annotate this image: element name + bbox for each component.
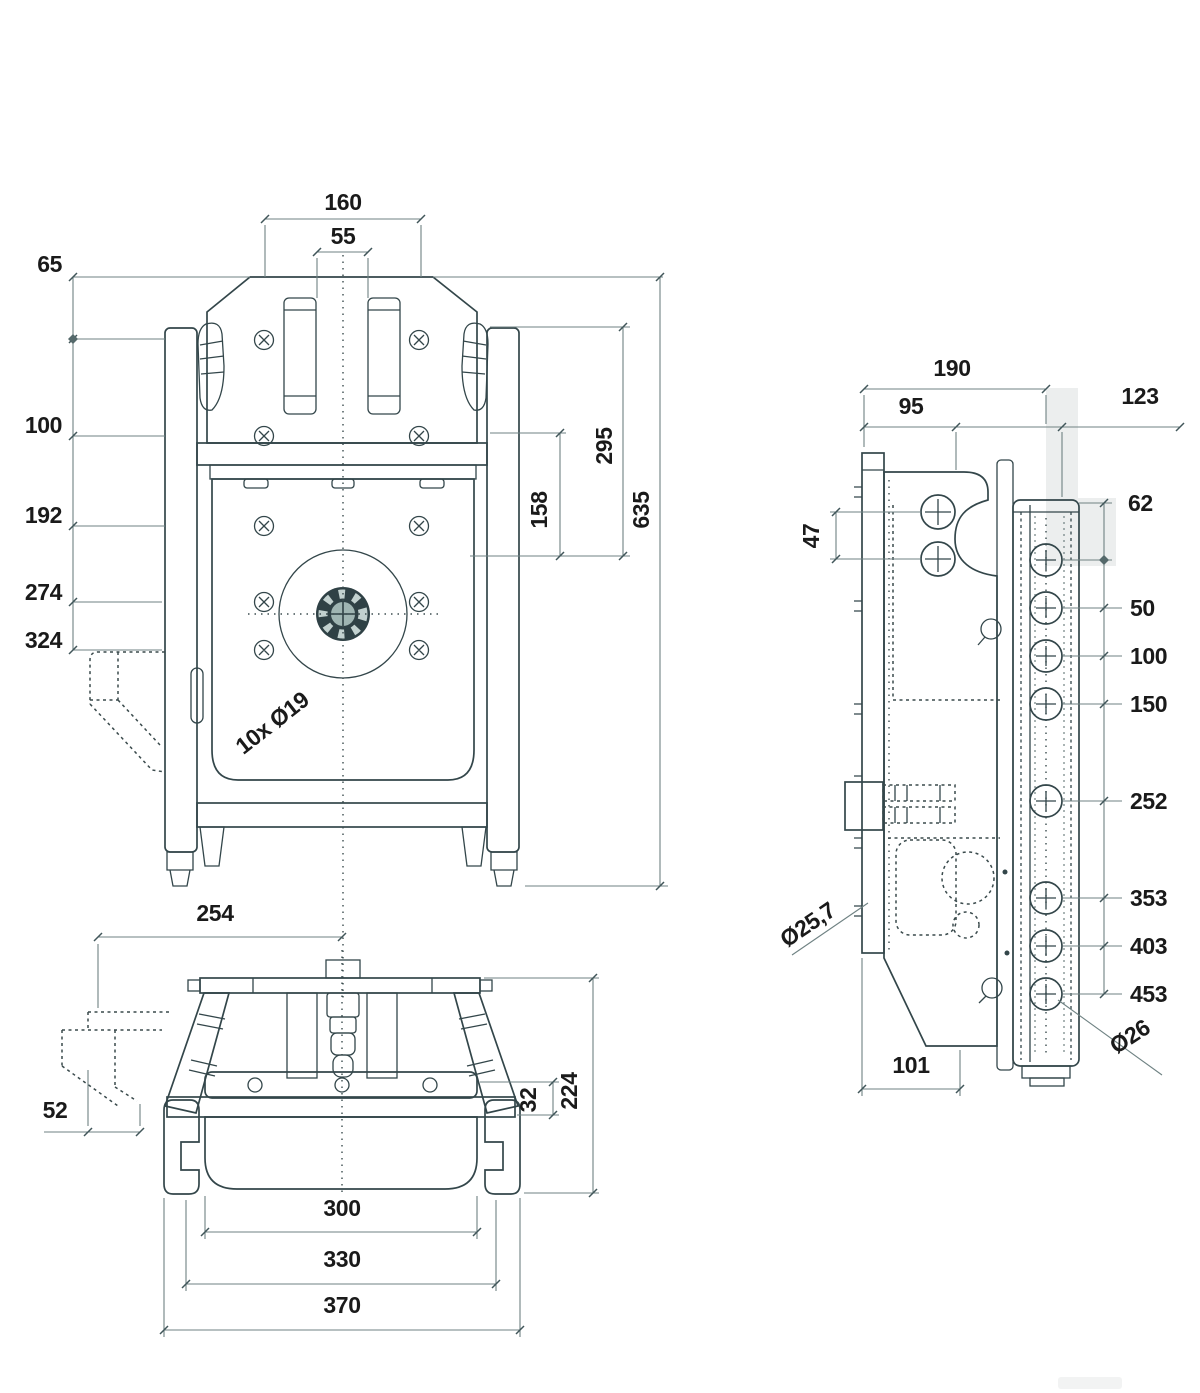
- dim-bottom-width-1: 330: [323, 1246, 360, 1272]
- front-left-foot-bracket: [199, 826, 225, 867]
- bottom-post-left: [286, 992, 318, 1079]
- dim-side-width-left: 95: [899, 393, 924, 419]
- dim-front-height-total: 635: [628, 491, 654, 529]
- dim-side-width-right: 123: [1121, 383, 1158, 409]
- side-left-block: [844, 781, 884, 831]
- dim-side-hole-pair: 47: [798, 524, 824, 549]
- watermark-footer: [1058, 1377, 1122, 1389]
- bottom-middle-plate: [204, 1071, 478, 1099]
- bottom-top-bar-separators: [252, 978, 433, 993]
- bottom-hidden-claw: [61, 1011, 170, 1107]
- dim-side-width-total: 190: [933, 355, 970, 381]
- bottom-plate-hole-1: [247, 1077, 263, 1093]
- side-hidden-hub: [895, 839, 995, 939]
- dim-bottom-height-total: 224: [556, 1072, 582, 1110]
- bottom-dimensions: 254 52 32 224 300 330 370: [43, 900, 599, 1337]
- bottom-hook-left: [163, 1099, 200, 1195]
- front-slot-left: [283, 297, 317, 415]
- dim-front-width-inner: 55: [331, 223, 356, 249]
- bottom-top-stub: [325, 959, 361, 979]
- bottom-leg-right: [452, 992, 520, 1115]
- dim-side-rail-top-offset: 62: [1128, 490, 1153, 516]
- bottom-leg-bands: [188, 1013, 496, 1077]
- dim-front-left-2: 192: [25, 502, 62, 528]
- front-lower-bar: [196, 802, 488, 828]
- side-hidden-edges: [888, 505, 1000, 839]
- bottom-bar-wing-right: [479, 979, 493, 992]
- dim-bottom-width-2: 370: [323, 1292, 360, 1318]
- bottom-leg-left: [163, 992, 231, 1115]
- dim-bottom-offset-left: 52: [43, 1097, 68, 1123]
- dim-side-hole-2: 150: [1130, 691, 1167, 717]
- side-threaded-studs: [882, 784, 956, 824]
- side-datum-diamond: [1099, 555, 1109, 565]
- front-top-plate: [206, 276, 478, 444]
- front-hole-callout: 10x Ø19: [230, 686, 313, 759]
- side-plate-holes: [920, 494, 956, 577]
- front-lower-plate: [211, 478, 475, 781]
- bottom-base-plate: [204, 1116, 478, 1190]
- dim-side-width-bottom: 101: [892, 1052, 930, 1078]
- side-main-plate: [883, 471, 998, 1047]
- dim-side-hole-1: 100: [1130, 643, 1167, 669]
- front-crossbar-tabs: [243, 478, 445, 489]
- dim-front-left-3: 274: [25, 579, 63, 605]
- front-dimensions: 160 55 65 100 192 274 324 295 158 635 10…: [25, 189, 668, 891]
- dim-front-height-upper: 295: [591, 427, 617, 465]
- front-view: [89, 255, 520, 998]
- front-left-rail: [164, 327, 204, 887]
- dim-front-height-inner: 158: [526, 491, 552, 529]
- bottom-wide-bar: [166, 1096, 516, 1118]
- bottom-top-bar: [199, 977, 481, 994]
- side-rail: [1012, 499, 1080, 1087]
- front-left-hook: [197, 322, 225, 411]
- bottom-bar-wing-left: [187, 979, 201, 992]
- front-bolt-holes: [253, 329, 430, 661]
- dim-bottom-bar-thickness: 32: [515, 1088, 541, 1113]
- front-right-hook-bands: [461, 340, 487, 375]
- bottom-view: [61, 950, 521, 1197]
- dim-front-left-4: 324: [25, 627, 63, 653]
- front-datum-diamond: [68, 334, 78, 344]
- front-right-foot-bracket: [461, 826, 487, 867]
- dim-front-width-outer: 160: [324, 189, 361, 215]
- side-dimensions: 190 95 123 47 62 50 100 150 252 353 403 …: [775, 355, 1185, 1096]
- dim-bottom-width-top: 254: [196, 900, 234, 926]
- dim-bottom-width-0: 300: [323, 1195, 360, 1221]
- side-center-strip: [996, 459, 1014, 1071]
- bottom-plate-hole-2: [334, 1077, 350, 1093]
- watermark-band-2: [1078, 498, 1116, 566]
- front-crossbar: [196, 442, 488, 466]
- bottom-plate-hole-3: [422, 1077, 438, 1093]
- bottom-hook-right: [484, 1099, 521, 1195]
- dim-front-left-1: 100: [25, 412, 62, 438]
- front-hidden-claw: [89, 651, 166, 773]
- bottom-center-rod: [326, 992, 360, 1078]
- dim-side-hole-5: 403: [1130, 933, 1167, 959]
- front-right-rail: [486, 327, 520, 887]
- dim-side-hole-3: 252: [1130, 788, 1167, 814]
- bottom-post-right: [366, 992, 398, 1079]
- side-lock-rings: [977, 618, 1010, 1004]
- side-rail-holes: [1029, 543, 1063, 1011]
- dim-side-hole-0: 50: [1130, 595, 1155, 621]
- side-view: [844, 452, 1080, 1087]
- dim-side-hole-4: 353: [1130, 885, 1167, 911]
- front-left-hook-bands: [199, 340, 225, 375]
- side-left-strip: [854, 452, 885, 954]
- front-right-hook: [461, 322, 489, 411]
- dim-front-left-0: 65: [37, 251, 62, 277]
- dim-side-hole-6: 453: [1130, 981, 1167, 1007]
- front-slot-right: [367, 297, 401, 415]
